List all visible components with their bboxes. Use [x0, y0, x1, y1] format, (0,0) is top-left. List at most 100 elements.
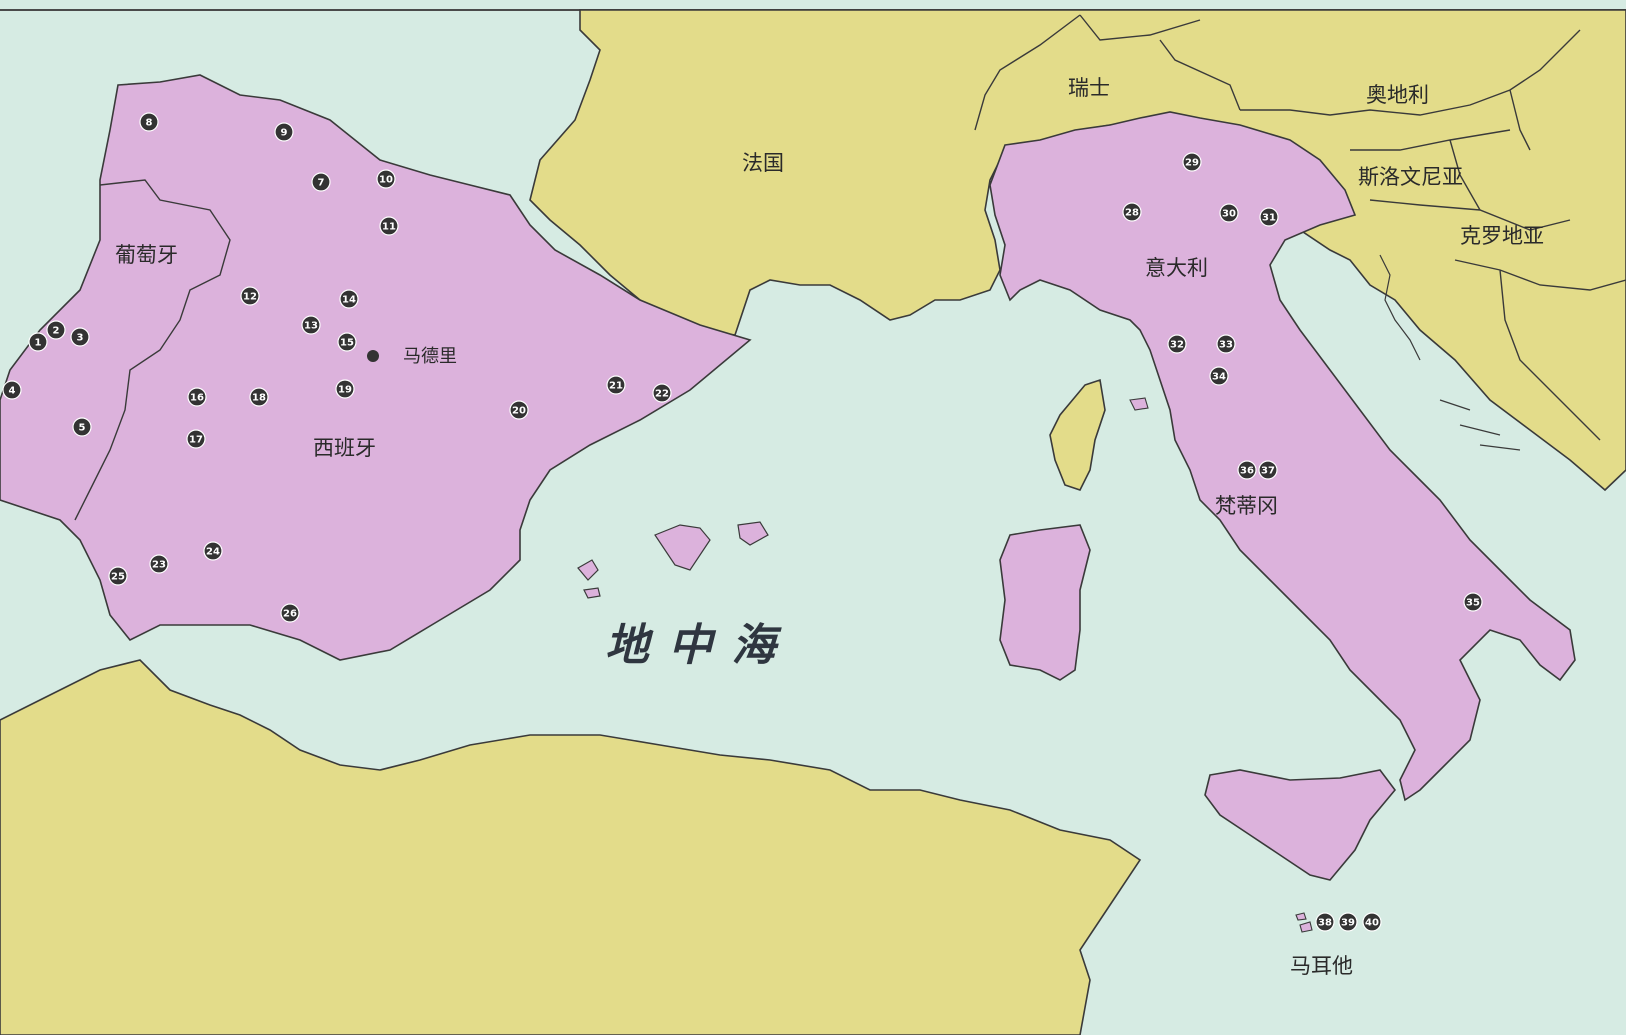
- site-marker-4: 4: [2, 380, 22, 400]
- label-croatia: 克罗地亚: [1460, 224, 1544, 248]
- label-vatican: 梵蒂冈: [1215, 494, 1278, 518]
- label-slovenia: 斯洛文尼亚: [1358, 165, 1463, 189]
- site-marker-number: 15: [340, 338, 354, 349]
- site-marker-number: 40: [1365, 918, 1379, 929]
- site-marker-dot: [186, 429, 206, 449]
- site-marker-22: 22: [652, 383, 672, 403]
- site-marker-number: 37: [1261, 466, 1275, 477]
- site-marker-dot: [2, 380, 22, 400]
- land-italy: [989, 111, 1576, 802]
- site-marker-dot: [70, 327, 90, 347]
- island-elba: [1129, 397, 1149, 411]
- site-marker-7: 7: [311, 172, 331, 192]
- site-marker-dot: [149, 554, 169, 574]
- label-italy: 意大利: [1145, 256, 1208, 280]
- site-marker-number: 7: [318, 178, 325, 189]
- site-marker-dot: [652, 383, 672, 403]
- island-mallorca: [654, 524, 711, 571]
- site-marker-dot: [274, 122, 294, 142]
- site-marker-24: 24: [203, 541, 223, 561]
- label-austria: 奥地利: [1366, 83, 1429, 107]
- site-marker-5: 5: [72, 417, 92, 437]
- site-marker-dot: [280, 603, 300, 623]
- site-marker-number: 10: [379, 175, 393, 186]
- land-north-africa: [0, 659, 1142, 1035]
- site-marker-number: 8: [146, 118, 153, 129]
- site-marker-dot: [1362, 912, 1382, 932]
- site-marker-number: 36: [1240, 466, 1254, 477]
- island-ibiza: [577, 559, 599, 581]
- island-formentera: [583, 587, 601, 599]
- site-marker-10: 10: [376, 169, 396, 189]
- site-marker-number: 28: [1125, 208, 1139, 219]
- site-marker-number: 39: [1341, 918, 1355, 929]
- site-marker-29: 29: [1182, 152, 1202, 172]
- label-spain: 西班牙: [313, 436, 376, 460]
- site-marker-number: 26: [283, 609, 297, 620]
- site-marker-dot: [249, 387, 269, 407]
- site-marker-1: 1: [28, 332, 48, 352]
- site-marker-20: 20: [509, 400, 529, 420]
- border-slovenia: [1350, 129, 1571, 231]
- site-marker-dot: [339, 289, 359, 309]
- site-marker-30: 30: [1219, 203, 1239, 223]
- site-marker-number: 35: [1466, 598, 1480, 609]
- site-marker-37: 37: [1258, 460, 1278, 480]
- site-marker-dot: [1216, 334, 1236, 354]
- site-marker-2: 2: [46, 320, 66, 340]
- site-marker-number: 12: [243, 292, 257, 303]
- site-marker-dot: [72, 417, 92, 437]
- site-marker-dot: [1237, 460, 1257, 480]
- site-marker-36: 36: [1237, 460, 1257, 480]
- site-marker-dot: [509, 400, 529, 420]
- site-markers: 1234578910111213141516171819202122232425…: [2, 112, 1483, 932]
- site-marker-dot: [139, 112, 159, 132]
- site-marker-number: 31: [1262, 213, 1276, 224]
- border-portugal-spain: [74, 179, 231, 521]
- site-marker-number: 21: [609, 381, 623, 392]
- site-marker-dot: [1258, 460, 1278, 480]
- site-marker-dot: [1209, 366, 1229, 386]
- border-croatia: [1454, 259, 1626, 441]
- site-marker-28: 28: [1122, 202, 1142, 222]
- site-marker-number: 20: [512, 406, 526, 417]
- label-malta: 马耳他: [1290, 954, 1353, 978]
- site-marker-dot: [376, 169, 396, 189]
- site-marker-9: 9: [274, 122, 294, 142]
- site-marker-34: 34: [1209, 366, 1229, 386]
- site-marker-number: 22: [655, 389, 669, 400]
- site-marker-number: 2: [53, 326, 60, 337]
- label-mediterranean: 地 中 海: [605, 620, 783, 671]
- site-marker-15: 15: [337, 332, 357, 352]
- site-marker-number: 33: [1219, 340, 1233, 351]
- site-marker-number: 38: [1318, 918, 1332, 929]
- site-marker-12: 12: [240, 286, 260, 306]
- island-gozo: [1295, 912, 1307, 921]
- site-marker-32: 32: [1167, 334, 1187, 354]
- site-marker-number: 13: [304, 321, 318, 332]
- island-sardinia: [999, 524, 1091, 681]
- island-corsica: [1049, 378, 1106, 491]
- site-marker-dot: [108, 566, 128, 586]
- site-marker-dot: [1315, 912, 1335, 932]
- site-marker-number: 4: [9, 386, 16, 397]
- site-marker-39: 39: [1338, 912, 1358, 932]
- site-marker-dot: [1122, 202, 1142, 222]
- site-marker-number: 24: [206, 547, 220, 558]
- site-marker-number: 9: [281, 128, 288, 139]
- border-austria: [1240, 29, 1581, 151]
- site-marker-number: 14: [342, 295, 356, 306]
- site-marker-dot: [335, 379, 355, 399]
- site-marker-3: 3: [70, 327, 90, 347]
- site-marker-17: 17: [186, 429, 206, 449]
- land-france-europe: [529, 9, 1626, 492]
- site-marker-13: 13: [301, 315, 321, 335]
- site-marker-23: 23: [149, 554, 169, 574]
- site-marker-dot: [1338, 912, 1358, 932]
- site-marker-19: 19: [335, 379, 355, 399]
- site-marker-dot: [1182, 152, 1202, 172]
- site-marker-11: 11: [379, 216, 399, 236]
- site-marker-38: 38: [1315, 912, 1335, 932]
